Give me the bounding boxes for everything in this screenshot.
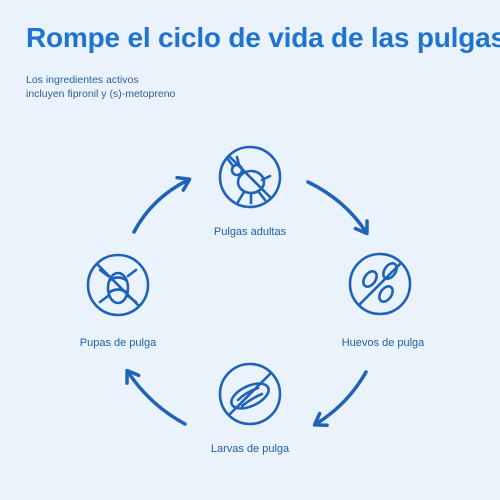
arrow-adults-to-eggs xyxy=(306,180,369,236)
subtitle-line-1: Los ingredientes activos xyxy=(26,74,139,86)
stage-label-larvae: Larvas de pulga xyxy=(210,443,290,455)
arrow-pupae-to-adults xyxy=(132,175,192,234)
active-ingredients-note: Los ingredientes activos incluyen fipron… xyxy=(26,73,175,101)
arrow-eggs-to-larvae xyxy=(312,370,368,428)
stage-label-eggs: Huevos de pulga xyxy=(341,337,425,349)
subtitle-line-2: incluyen fipronil y (s)-metopreno xyxy=(26,88,176,100)
stage-label-adults: Pulgas adultas xyxy=(213,226,287,238)
adult-flea-icon xyxy=(218,145,282,209)
flea-larva-icon xyxy=(218,362,282,426)
stage-label-pupae: Pupas de pulga xyxy=(79,337,157,349)
flea-pupa-icon xyxy=(86,253,150,317)
arrow-larvae-to-pupae xyxy=(125,368,187,426)
flea-eggs-icon xyxy=(348,252,412,316)
page-title: Rompe el ciclo de vida de las pulgas xyxy=(26,22,500,53)
